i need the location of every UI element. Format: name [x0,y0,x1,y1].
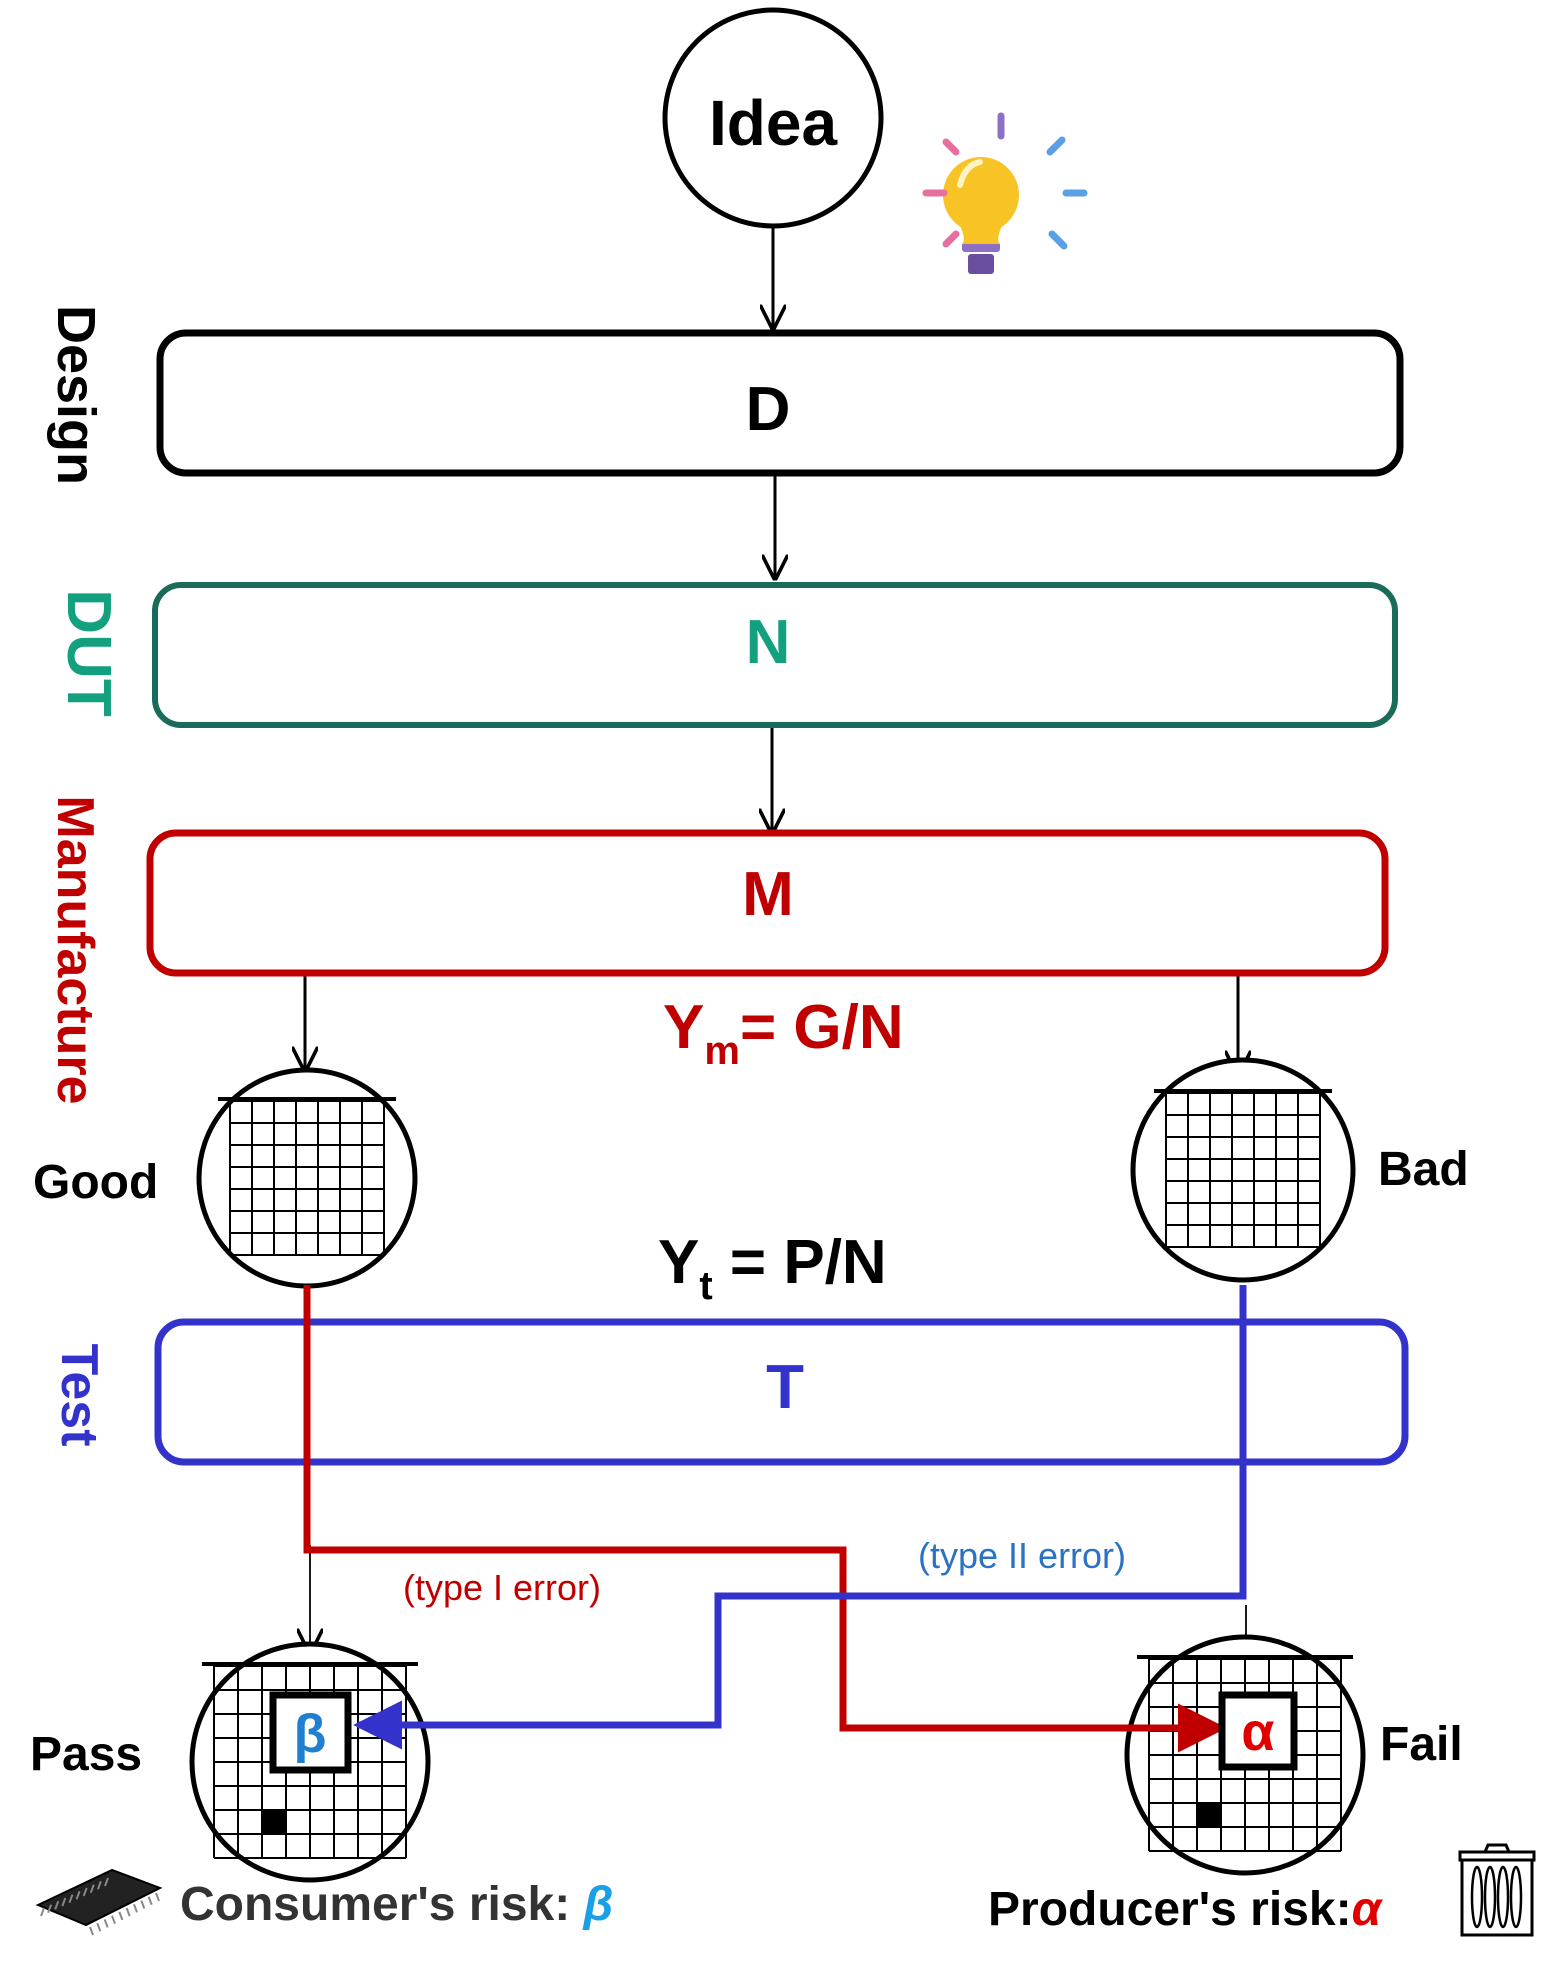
chip-pin [75,1890,81,1900]
chip-pin [89,1884,95,1894]
chip-pin [96,1922,102,1932]
manufacture-box-label: M [742,860,794,929]
alpha-marker: α [1241,1702,1274,1762]
type1-error-label: (type I error) [403,1567,601,1608]
wafer-dark-die [262,1810,286,1834]
design-side-label: Design [46,305,106,485]
chip-pin [89,1926,94,1936]
test-box-label: T [766,1353,804,1422]
bad-label: Bad [1378,1143,1469,1196]
test-side-label: Test [50,1343,108,1446]
chip-pin [82,1887,88,1897]
pass-label: Pass [30,1728,142,1781]
beta-marker-box [269,1691,352,1774]
design-box-label: D [746,375,791,444]
chip-pin [40,1907,45,1917]
chip-pin [103,1919,109,1928]
fail-label: Fail [1380,1718,1463,1771]
dut-side-label: DUT [54,589,123,717]
chip-pin [96,1880,102,1890]
chip-body [35,1868,163,1927]
chip-pin [133,1903,138,1913]
type1-error-path [303,1285,1227,1753]
lightbulb-icon [922,112,1088,274]
chip-pin [54,1900,60,1910]
chip-pin [118,1911,124,1921]
test-yield-formula: Yt = P/N [658,1228,887,1308]
chip-pin [125,1907,131,1917]
test-box [154,1318,1409,1466]
producer-risk-label: Producer's risk:α [988,1883,1384,1936]
trash-bin-icon [1458,1843,1536,1937]
idea-label: Idea [709,87,837,159]
type2-error-path [353,1285,1247,1750]
chip-pin [147,1896,153,1906]
wafer-dark-die [1197,1803,1221,1827]
manufacture-box [146,829,1389,977]
type2-error-label: (type II error) [918,1535,1126,1576]
chip-pin [68,1894,74,1904]
chip-pin [104,1877,109,1887]
manufacture-yield-formula: Ym= G/N [663,993,904,1073]
bad-wafer [1130,1057,1356,1283]
dut-box-label: N [746,608,791,677]
chip-pin [140,1900,146,1909]
good-label: Good [33,1156,158,1209]
manufacture-side-label: Manufacture [46,795,104,1104]
wafer-outline [196,1067,418,1289]
chip-pin [111,1915,116,1925]
good-wafer [196,1067,418,1289]
alpha-marker-box [1218,1691,1298,1771]
microchip-icon [35,1868,163,1936]
chip-pin [61,1897,67,1907]
chip-pin [155,1892,160,1902]
design-box [156,329,1404,477]
consumer-risk-label: Consumer's risk: β [180,1878,613,1931]
chip-pin [47,1904,53,1914]
dut-box [152,582,1398,728]
beta-marker: β [294,1704,327,1764]
